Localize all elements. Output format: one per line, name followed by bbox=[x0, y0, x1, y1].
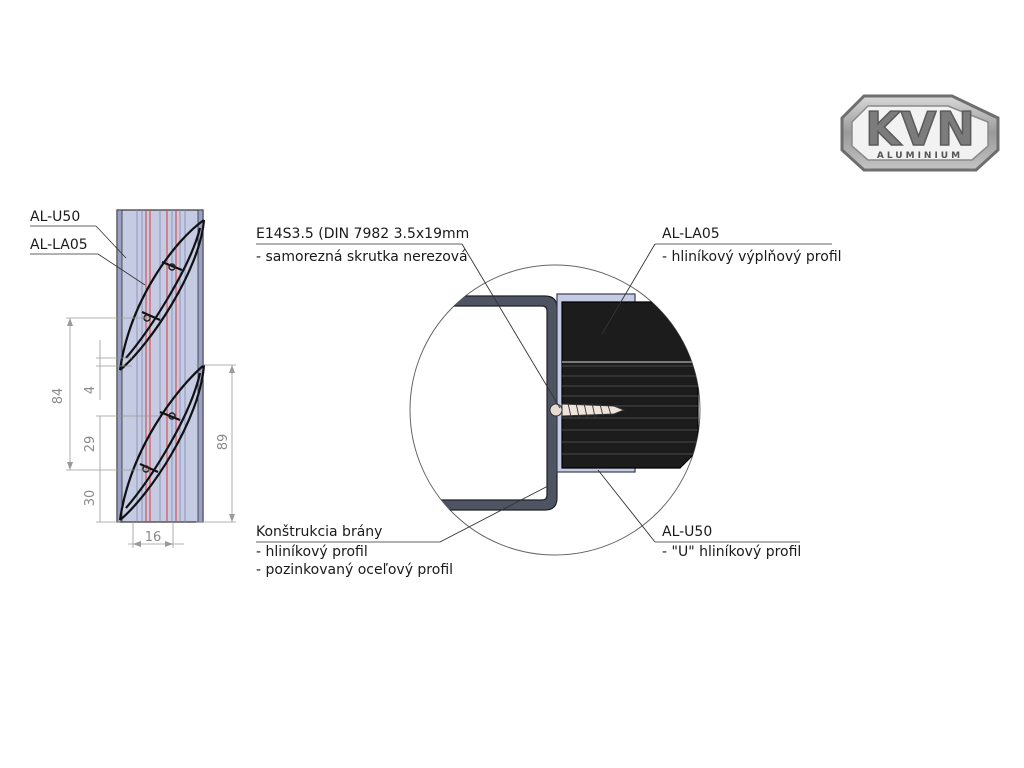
kvn-logo: KVN ALUMINIUM bbox=[840, 94, 1000, 172]
left-label-u50: AL-U50 bbox=[30, 209, 80, 225]
la05-code: AL-LA05 bbox=[662, 226, 720, 242]
dimension-lines bbox=[66, 317, 236, 548]
left-label-la05: AL-LA05 bbox=[30, 237, 88, 253]
dim-16: 16 bbox=[145, 530, 162, 545]
callout-screw: E14S3.5 (DIN 7982 3.5x19mm - samorezná s… bbox=[256, 226, 561, 409]
callout-la05: AL-LA05 - hliníkový výplňový profil bbox=[601, 226, 842, 335]
la05-lens-upper bbox=[118, 219, 206, 371]
screw-code: E14S3.5 (DIN 7982 3.5x19mm bbox=[256, 226, 469, 242]
u50-code: AL-U50 bbox=[662, 524, 712, 540]
dim-29: 29 bbox=[83, 436, 98, 453]
logo-main-text: KVN bbox=[865, 102, 975, 156]
screw-desc: - samorezná skrutka nerezová bbox=[256, 249, 468, 265]
logo-sub-text: ALUMINIUM bbox=[877, 151, 963, 161]
frame-line2: - pozinkovaný oceľový profil bbox=[256, 562, 453, 578]
dim-4: 4 bbox=[83, 386, 98, 394]
frame-line1: - hliníkový profil bbox=[256, 544, 368, 560]
la05-lens-lower bbox=[118, 364, 206, 521]
dim-30: 30 bbox=[83, 490, 98, 507]
la05-desc: - hliníkový výplňový profil bbox=[662, 249, 842, 265]
callout-u50: AL-U50 - "U" hliníkový profil bbox=[597, 469, 801, 560]
dim-89: 89 bbox=[216, 434, 231, 451]
frame-title: Konštrukcia brány bbox=[256, 524, 382, 540]
gate-frame-profile bbox=[410, 295, 558, 511]
u50-desc: - "U" hliníkový profil bbox=[662, 544, 801, 560]
detail-circle-view bbox=[409, 264, 701, 556]
dim-84: 84 bbox=[51, 388, 66, 405]
callout-frame: Konštrukcia brány - hliníkový profil - p… bbox=[256, 485, 549, 578]
la05-detail-dark bbox=[561, 301, 699, 469]
